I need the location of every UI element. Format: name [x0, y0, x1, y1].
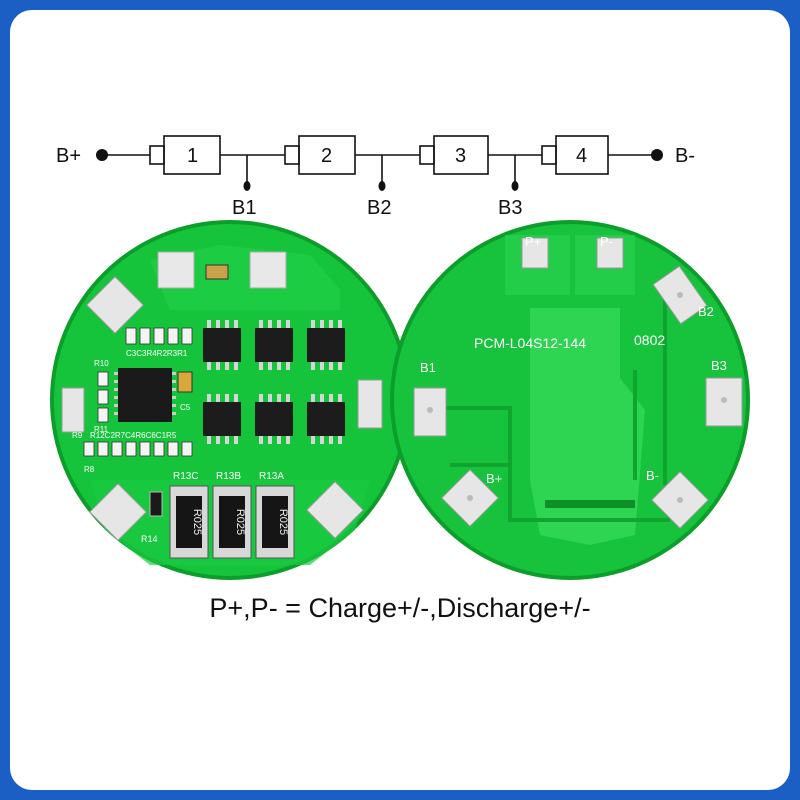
schematic-dots: [96, 149, 663, 191]
mosfet-1: [203, 328, 241, 362]
pad-p-plus: [521, 237, 549, 269]
b-plus-label: B+: [56, 145, 81, 167]
back-labels: P+ P- B2 B3 B1 B+ B-: [420, 234, 727, 486]
copper-pour: [530, 308, 645, 545]
r13a-label: R13A: [259, 471, 284, 482]
cell-2-label: 2: [321, 145, 332, 167]
sense-resistor-labels: R13C R13B R13A: [173, 471, 284, 482]
mosfet-5: [255, 402, 293, 436]
pad-top-left: [157, 251, 195, 289]
pad-diamond-bottom-right: [306, 481, 364, 539]
pad-left: [61, 387, 85, 433]
pad-diamond-bottom-left: [89, 483, 147, 541]
pcb-back: P+ P- B2 B3 B1 B+ B- PCM-L04S12-144 0802: [390, 220, 750, 580]
cell-2: [284, 135, 356, 175]
r11-label: R11: [94, 425, 109, 434]
mosfet-2: [255, 328, 293, 362]
passive-row-bottom: [83, 441, 193, 457]
b-plus-pad-label: B+: [486, 471, 502, 486]
tap-dot-b3: [511, 181, 519, 191]
r13b-label: R13B: [216, 471, 241, 482]
schematic: [102, 135, 656, 183]
r14-component: [149, 491, 163, 517]
b2-label: B2: [698, 304, 714, 319]
tantalum-cap: [177, 371, 193, 393]
b1-label: B1: [420, 360, 436, 375]
b-minus-pad-label: B-: [646, 468, 659, 483]
pad-p-minus: [596, 237, 624, 269]
r13c-label: R13C: [173, 471, 199, 482]
board-code: 0802: [634, 332, 665, 348]
r13c-value: R025: [191, 509, 203, 535]
r9-label: R9: [72, 431, 83, 440]
part-number: PCM-L04S12-144: [474, 335, 586, 351]
sense-resistor-values: R025 R025 R025: [191, 509, 289, 535]
pad-b3: [705, 377, 743, 427]
cell-3: [419, 135, 489, 175]
scene: B+ B- 1 2 3 4 B1 B2 B3: [50, 135, 750, 580]
r13a-value: R025: [277, 509, 289, 535]
pcb-front: C3C3R4R2R3R1 R10 R11 C5: [50, 220, 410, 580]
tap-label-b1: B1: [232, 197, 256, 219]
r14-label: R14: [141, 534, 158, 544]
mosfet-pins: [207, 320, 342, 444]
tap-dot-b1: [243, 181, 251, 191]
mosfet-6: [307, 402, 345, 436]
pad-top-right: [249, 251, 287, 289]
cap-row-top-label: C3C3R4R2R3R1: [126, 349, 188, 358]
via-row: [545, 500, 635, 508]
capacitor-top: [205, 264, 229, 280]
p-minus-label: P-: [600, 234, 613, 249]
pad-diamond-top-left: [86, 276, 144, 334]
pad-right: [357, 379, 383, 429]
tap-label-b3: B3: [498, 197, 522, 219]
ic-pins: [114, 372, 176, 415]
controller-ic: [118, 368, 172, 422]
caption: P+,P- = Charge+/-,Discharge+/-: [209, 593, 591, 623]
image-frame: B+ B- 1 2 3 4 B1 B2 B3: [10, 10, 790, 790]
cell-1-label: 1: [187, 145, 198, 167]
cap-row-bottom-label: R12C2R7C4R6C6C1R5: [90, 431, 177, 440]
traces: [430, 300, 670, 522]
passive-row-top: [125, 327, 193, 345]
r8-label: R8: [84, 465, 95, 474]
b3-label: B3: [711, 358, 727, 373]
r10-label: R10: [94, 359, 109, 368]
cell-3-label: 3: [455, 145, 466, 167]
pad-b-plus: [441, 469, 499, 527]
tap-label-b2: B2: [367, 197, 391, 219]
b-plus-dot: [96, 149, 108, 161]
passive-column-left: [97, 371, 109, 423]
sense-resistors: [169, 485, 295, 559]
cell-4: [541, 135, 609, 175]
mosfet-4: [203, 402, 241, 436]
mosfet-3: [307, 328, 345, 362]
cell-1: [149, 135, 221, 175]
cell-4-label: 4: [576, 145, 587, 167]
pad-b2: [652, 265, 708, 325]
schematic-labels: B+ B- 1 2 3 4 B1 B2 B3: [56, 145, 695, 219]
b-minus-label: B-: [675, 145, 695, 167]
p-plus-label: P+: [525, 234, 541, 249]
tap-dot-b2: [378, 181, 386, 191]
c5-label: C5: [180, 403, 191, 412]
r13b-value: R025: [234, 509, 246, 535]
mosfet-array: [203, 328, 345, 436]
pad-b-minus: [651, 471, 709, 529]
b-minus-dot: [651, 149, 663, 161]
